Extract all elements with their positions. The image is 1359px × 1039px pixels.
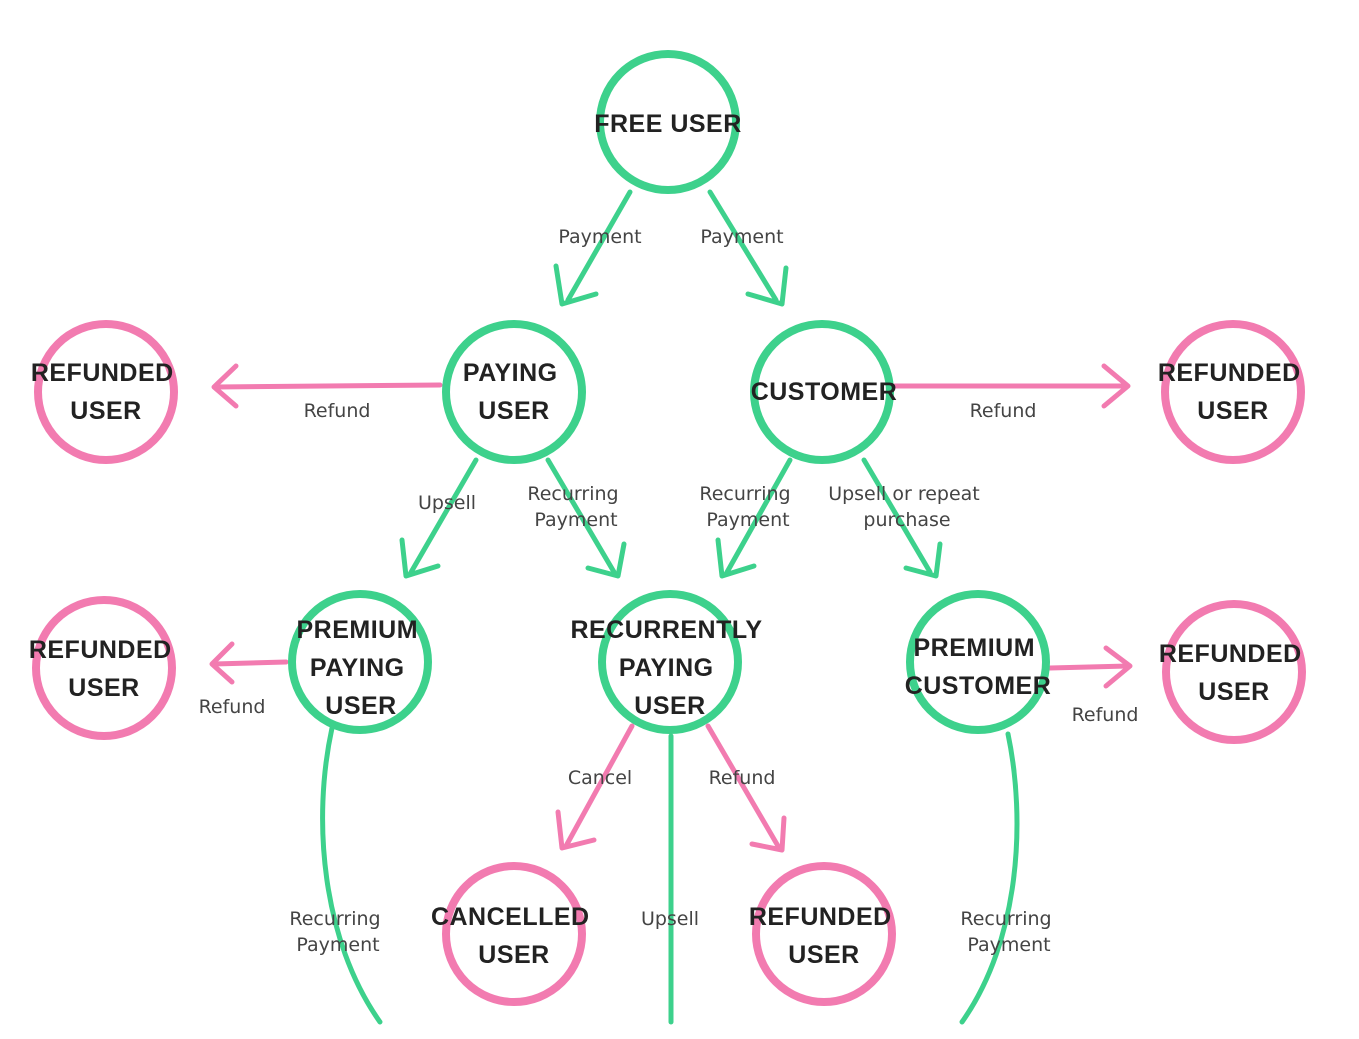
node-ring-refunded-left-top [34, 320, 178, 464]
edge-free-to-paying-arrowhead [553, 263, 599, 307]
node-label-refunded-right-mid: REFUNDED USER [1159, 640, 1309, 706]
edge-paying-upsell [407, 457, 479, 577]
node-label-premium-paying-user: PREMIUM PAYING USER [296, 616, 425, 720]
edge-paying-upsell-arrowhead [399, 537, 441, 579]
edge-free-to-paying [565, 189, 633, 303]
edge-premium-refund-arrowhead [209, 641, 235, 685]
edge-paying-recurring [545, 457, 617, 575]
edge-premium-customer-recurring-loop [959, 731, 1020, 1025]
edge-label-customer-upsell: Upsell or repeat purchase [828, 483, 986, 531]
edge-recurrent-cancel [563, 723, 635, 849]
edge-label-recurrent-upsell: Upsell [641, 908, 699, 930]
node-ring-refunded-left-mid [32, 596, 176, 740]
edge-customer-recurring-arrowhead [715, 537, 757, 579]
edge-paying-refund [213, 382, 443, 390]
node-ring-free-user [596, 50, 740, 194]
edge-label-premium-refund: Refund [199, 696, 266, 718]
edge-labels: Payment Payment Refund Refund Upsell Rec… [199, 226, 1139, 956]
node-ring-premium-paying-user [288, 590, 432, 734]
edge-label-paying-recurring: Recurring Payment [527, 483, 624, 531]
node-label-cancelled-user: CANCELLED USER [431, 903, 597, 969]
node-label-premium-customer: PREMIUM CUSTOMER [905, 634, 1052, 700]
edge-label-recurrent-cancel: Cancel [568, 767, 632, 789]
node-ring-refunded-right-mid [1162, 600, 1306, 744]
node-label-paying-user: PAYING USER [463, 359, 565, 425]
edge-customer-upsell-arrowhead [903, 541, 943, 579]
edge-premium-customer-refund-arrowhead [1103, 645, 1133, 689]
edge-paying-refund-arrowhead [211, 363, 239, 409]
edge-label-free-to-paying: Payment [558, 226, 641, 248]
node-label-refunded-right-top: REFUNDED USER [1158, 359, 1308, 425]
node-ring-recurrently-paying-user [598, 590, 742, 734]
edge-label-premium-customer-recurring: Recurring Payment [960, 908, 1057, 956]
node-label-free-user: FREE USER [594, 110, 742, 138]
edges [209, 189, 1133, 1025]
edge-free-to-customer [707, 189, 779, 303]
node-ring-premium-customer [906, 590, 1050, 734]
edge-customer-upsell [861, 457, 933, 575]
edge-label-paying-upsell: Upsell [418, 492, 476, 514]
edge-label-free-to-customer: Payment [700, 226, 783, 248]
edge-premium-recurring-loop [320, 725, 383, 1025]
node-ring-paying-user [442, 320, 586, 464]
node-labels: FREE USER PAYING USER CUSTOMER REFUNDED … [29, 110, 1309, 969]
node-ring-refunded-right-top [1161, 320, 1305, 464]
edge-label-premium-recurring: Recurring Payment [289, 908, 386, 956]
edge-paying-recurring-arrowhead [585, 541, 627, 579]
node-ring-customer [750, 320, 894, 464]
edge-premium-customer-refund [1047, 663, 1131, 671]
node-label-refunded-left-mid: REFUNDED USER [29, 636, 179, 702]
edge-recurrent-cancel-arrowhead [555, 809, 597, 851]
node-ring-refunded-bottom [752, 862, 896, 1006]
edge-label-paying-refund: Refund [304, 400, 371, 422]
node-label-refunded-left-top: REFUNDED USER [31, 359, 181, 425]
edge-premium-refund [211, 659, 289, 667]
node-label-refunded-bottom: REFUNDED USER [749, 903, 899, 969]
edge-customer-refund-arrowhead [1101, 363, 1131, 409]
edge-label-customer-refund: Refund [970, 400, 1037, 422]
edge-label-recurrent-refund: Refund [709, 767, 776, 789]
edge-customer-recurring [723, 457, 793, 577]
edge-recurrent-refund-arrowhead [749, 815, 787, 853]
node-label-recurrently-paying-user: RECURRENTLY PAYING USER [570, 616, 769, 720]
node-ring-cancelled-user [442, 862, 586, 1006]
edge-recurrent-refund [705, 723, 781, 849]
edge-label-customer-recurring: Recurring Payment [699, 483, 796, 531]
node-label-customer: CUSTOMER [751, 378, 898, 406]
edge-label-premium-customer-refund: Refund [1072, 704, 1139, 726]
node-rings [32, 50, 1306, 1006]
edge-free-to-customer-arrowhead [745, 265, 789, 307]
